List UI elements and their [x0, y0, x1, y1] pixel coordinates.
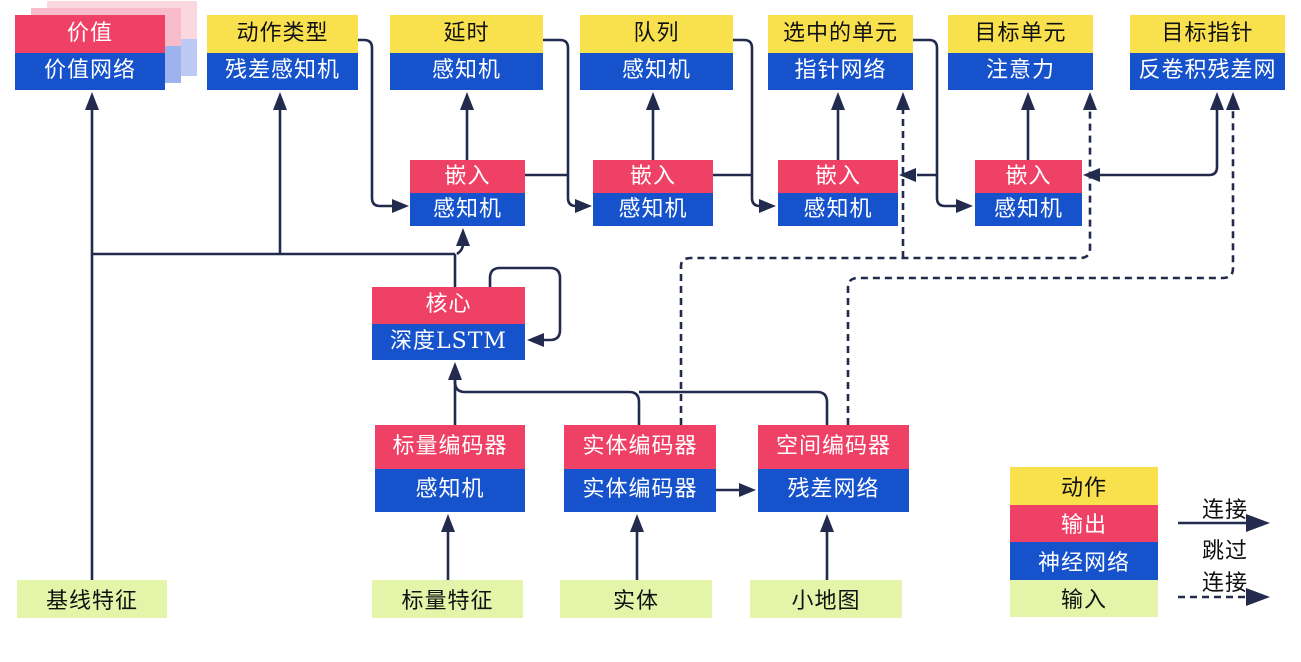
node-target-unit-body: 注意力 [948, 52, 1093, 90]
arrowhead-embed3-back-in [899, 168, 916, 182]
wire-delay-to-embed2 [543, 38, 577, 208]
node-embed-3-body: 感知机 [778, 193, 898, 226]
node-queue-header: 队列 [580, 15, 733, 53]
wire-core-to-embed1 [456, 243, 465, 256]
arrowhead-embed3-in [759, 199, 776, 213]
arrowhead-skip-target-unit [1083, 92, 1097, 110]
wire-action-type-to-embed1 [358, 38, 393, 208]
node-embed-1: 嵌入 感知机 [410, 160, 525, 226]
node-spatial-encoder-header: 空间编码器 [758, 425, 909, 469]
arrowhead-target-pointer-solid [1210, 92, 1224, 110]
node-queue-body: 感知机 [580, 52, 733, 90]
arrowhead-scalar-encoder-in [441, 514, 455, 532]
legend-swatches: 动作 输出 神经网络 输入 [1010, 467, 1158, 617]
node-embed-4: 嵌入 感知机 [975, 160, 1082, 226]
node-embed-3: 嵌入 感知机 [778, 160, 898, 226]
node-core-body: 深度LSTM [372, 323, 525, 360]
node-embed-1-header: 嵌入 [410, 160, 525, 193]
node-value-header: 价值 [15, 15, 165, 53]
node-value-body: 价值网络 [15, 52, 165, 90]
arrowhead-embed4-back-in [1083, 168, 1100, 182]
node-value: 价值 价值网络 [15, 15, 165, 90]
input-minimap: 小地图 [750, 580, 902, 618]
node-spatial-encoder: 空间编码器 残差网络 [758, 425, 909, 512]
node-embed-4-body: 感知机 [975, 193, 1082, 226]
node-core-header: 核心 [372, 287, 525, 324]
node-scalar-encoder: 标量编码器 感知机 [375, 425, 525, 512]
wire-queue-to-embed3 [733, 38, 761, 208]
arrowhead-delay [460, 92, 474, 110]
legend-output-row: 输出 [1010, 504, 1158, 542]
node-delay: 延时 感知机 [390, 15, 543, 90]
node-action-type: 动作类型 残差感知机 [207, 15, 358, 90]
arrowhead-skip-selected-units [896, 92, 910, 110]
arrowhead-skip-target-pointer [1226, 92, 1240, 110]
arrowhead-queue [646, 92, 660, 110]
node-selected-units-header: 选中的单元 [768, 15, 913, 53]
arrowhead-value [85, 92, 99, 110]
node-embed-2: 嵌入 感知机 [593, 160, 713, 226]
arrowhead-target-unit [1021, 92, 1035, 110]
node-delay-header: 延时 [390, 15, 543, 53]
node-target-pointer-body: 反卷积残差网 [1130, 52, 1285, 90]
node-scalar-encoder-header: 标量编码器 [375, 425, 525, 469]
node-spatial-encoder-body: 残差网络 [758, 468, 909, 512]
arrowhead-spatial-encoder-in [820, 514, 834, 532]
legend-solid-arrow-label: 连接 [1201, 498, 1248, 523]
arrowhead-spatial-in [739, 483, 756, 497]
node-selected-units: 选中的单元 指针网络 [768, 15, 913, 90]
node-entity-encoder-body: 实体编码器 [564, 468, 716, 512]
legend-input-row: 输入 [1010, 579, 1158, 617]
node-entity-encoder: 实体编码器 实体编码器 [564, 425, 716, 512]
wire-entity-encoder-to-core [453, 380, 641, 425]
arrowhead-entity-encoder-in [630, 514, 644, 532]
node-scalar-encoder-body: 感知机 [375, 468, 525, 512]
node-target-pointer: 目标指针 反卷积残差网 [1130, 15, 1285, 90]
node-action-type-body: 残差感知机 [207, 52, 358, 90]
arrowhead-embed4-in [956, 199, 973, 213]
node-action-type-header: 动作类型 [207, 15, 358, 53]
wire-spatial-encoder-to-core [639, 390, 829, 425]
node-entity-encoder-header: 实体编码器 [564, 425, 716, 469]
node-embed-4-header: 嵌入 [975, 160, 1082, 193]
node-core: 核心 深度LSTM [372, 287, 525, 360]
wire-skip-spatial-to-target-pointer [846, 110, 1235, 425]
legend-skip-label-line2: 连接 [1201, 571, 1248, 596]
node-target-pointer-header: 目标指针 [1130, 15, 1285, 53]
node-embed-2-header: 嵌入 [593, 160, 713, 193]
arrowhead-embed1-in [392, 199, 409, 213]
node-embed-1-body: 感知机 [410, 193, 525, 226]
arrowhead-selected-units [831, 92, 845, 110]
node-target-unit-header: 目标单元 [948, 15, 1093, 53]
arrowhead-core-in [448, 362, 462, 380]
node-embed-2-body: 感知机 [593, 193, 713, 226]
node-selected-units-body: 指针网络 [768, 52, 913, 90]
wire-embed4-to-target-pointer [1100, 110, 1219, 177]
wire-skip-entity-to-target-unit [679, 110, 1092, 425]
node-embed-3-header: 嵌入 [778, 160, 898, 193]
input-entities: 实体 [560, 580, 712, 618]
node-queue: 队列 感知机 [580, 15, 733, 90]
node-delay-body: 感知机 [390, 52, 543, 90]
arrowhead-embed1-bottom [456, 228, 470, 246]
arrowhead-core-loop-in [527, 333, 544, 347]
legend-network-row: 神经网络 [1010, 542, 1158, 580]
arrowhead-embed2-in [575, 199, 592, 213]
input-scalar-features: 标量特征 [372, 580, 523, 618]
legend-skip-label-line1: 跳过 [1201, 539, 1248, 564]
arrowhead-action-type [273, 92, 287, 110]
legend-action-row: 动作 [1010, 467, 1158, 505]
input-baseline-features: 基线特征 [17, 580, 167, 618]
node-target-unit: 目标单元 注意力 [948, 15, 1093, 90]
